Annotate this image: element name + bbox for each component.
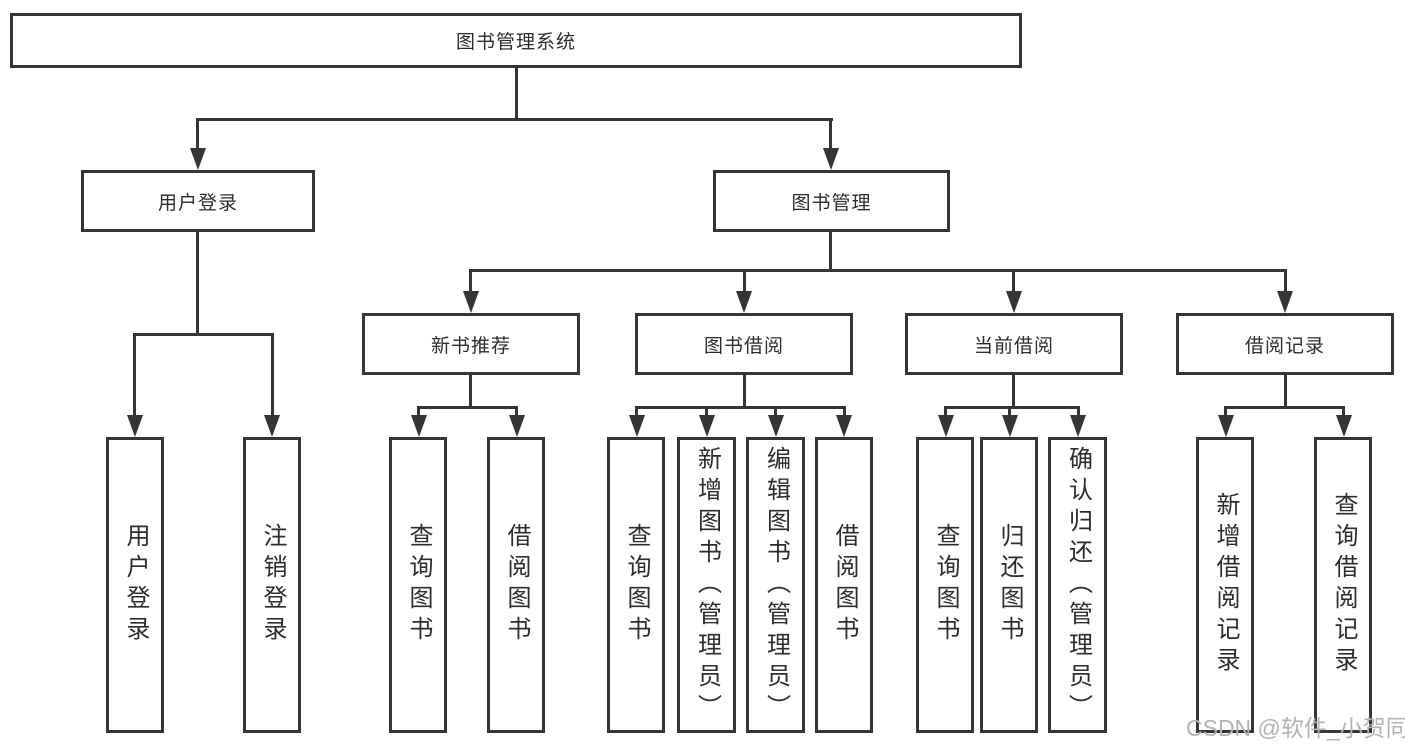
connector-line	[1342, 406, 1345, 418]
arrowhead-down-icon	[823, 148, 839, 170]
connector-line	[133, 333, 136, 418]
connector-line	[515, 68, 518, 121]
arrowhead-down-icon	[463, 291, 479, 313]
csdn-watermark: CSDN @软件_小贺同学	[1186, 715, 1405, 741]
arrowhead-down-icon	[1277, 291, 1293, 313]
connector-line	[469, 375, 472, 409]
leaf-add-books-admin: 新增图书（管理员）	[677, 437, 736, 733]
arrowhead-down-icon	[1006, 291, 1022, 313]
connector-line	[469, 269, 1287, 272]
connector-line	[944, 406, 947, 418]
arrowhead-down-icon	[127, 415, 143, 437]
connector-line	[743, 375, 746, 409]
leaf-confirm-return-admin: 确认归还（管理员）	[1048, 437, 1107, 733]
connector-line	[196, 118, 199, 154]
arrowhead-down-icon	[1002, 415, 1018, 437]
leaf-query-books: 查询图书	[916, 437, 974, 733]
connector-line	[1284, 269, 1287, 295]
leaf-query-borrow-record: 查询借阅记录	[1314, 437, 1372, 733]
connector-line	[705, 406, 708, 418]
arrowhead-down-icon	[411, 415, 427, 437]
connector-line	[196, 118, 833, 121]
connector-line	[774, 406, 777, 418]
connector-line	[417, 406, 518, 409]
connector-line	[469, 269, 472, 295]
connector-line	[1224, 406, 1345, 409]
connector-line	[1012, 269, 1015, 295]
leaf-borrow-books: 借阅图书	[487, 437, 545, 733]
arrowhead-down-icon	[938, 415, 954, 437]
node-borrowing-records: 借阅记录	[1176, 313, 1394, 375]
node-book-management: 图书管理	[713, 170, 950, 232]
arrowhead-down-icon	[509, 415, 525, 437]
connector-line	[843, 406, 846, 418]
connector-line	[417, 406, 420, 418]
leaf-borrow-books: 借阅图书	[815, 437, 873, 733]
connector-line	[829, 232, 832, 272]
arrowhead-down-icon	[768, 415, 784, 437]
connector-line	[1284, 375, 1287, 409]
node-new-book-recommendation: 新书推荐	[362, 313, 580, 375]
connector-line	[1224, 406, 1227, 418]
node-user-login-branch: 用户登录	[81, 170, 315, 232]
arrowhead-down-icon	[1070, 415, 1086, 437]
connector-line	[271, 333, 274, 418]
leaf-edit-books-admin: 编辑图书（管理员）	[746, 437, 805, 733]
connector-line	[196, 232, 199, 335]
leaf-logout: 注销登录	[243, 437, 301, 733]
node-current-borrowing: 当前借阅	[905, 313, 1123, 375]
arrowhead-down-icon	[264, 415, 280, 437]
connector-line	[1077, 406, 1080, 418]
arrowhead-down-icon	[1218, 415, 1234, 437]
node-library-management-system: 图书管理系统	[10, 13, 1022, 68]
arrowhead-down-icon	[629, 415, 645, 437]
leaf-query-books: 查询图书	[607, 437, 665, 733]
node-book-borrowing: 图书借阅	[635, 313, 853, 375]
arrowhead-down-icon	[1336, 415, 1352, 437]
connector-line	[944, 406, 1080, 409]
connector-line	[1008, 406, 1011, 418]
connector-line	[829, 118, 832, 154]
connector-line	[515, 406, 518, 418]
connector-line	[743, 269, 746, 295]
arrowhead-down-icon	[699, 415, 715, 437]
arrowhead-down-icon	[736, 291, 752, 313]
connector-line	[635, 406, 638, 418]
leaf-query-books: 查询图书	[389, 437, 447, 733]
connector-line	[1012, 375, 1015, 409]
connector-line	[133, 333, 274, 336]
leaf-return-books: 归还图书	[980, 437, 1038, 733]
arrowhead-down-icon	[836, 415, 852, 437]
leaf-add-borrow-record: 新增借阅记录	[1196, 437, 1254, 733]
connector-line	[635, 406, 846, 409]
leaf-user-login: 用户登录	[106, 437, 164, 733]
arrowhead-down-icon	[190, 148, 206, 170]
